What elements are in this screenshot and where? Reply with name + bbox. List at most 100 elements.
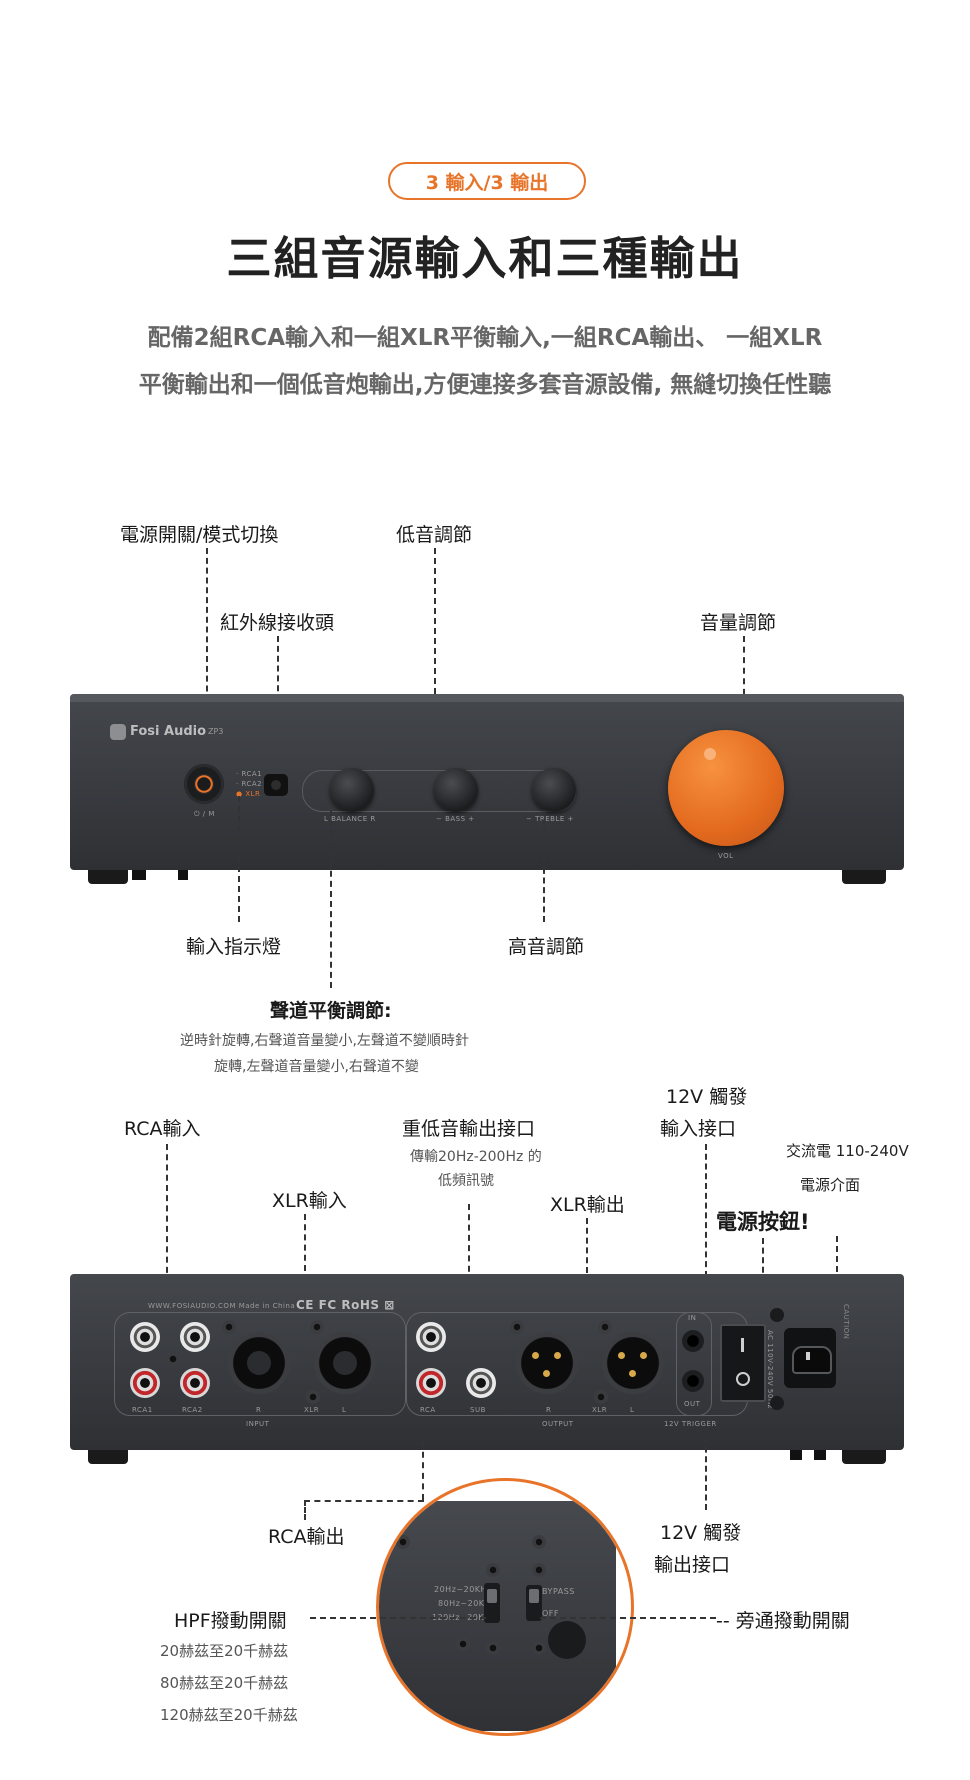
rca2-left-jack[interactable]: [180, 1322, 210, 1352]
power-mode-button[interactable]: [184, 764, 224, 804]
screw: [486, 1641, 500, 1655]
treble-knob[interactable]: [532, 768, 576, 812]
off-text: OFF: [542, 1609, 559, 1618]
xlr-in-xlr: XLR: [304, 1406, 320, 1414]
balance-desc-2: 旋轉,左聲道音量變小,右聲道不變: [214, 1059, 419, 1075]
xlr-in-right-jack[interactable]: [228, 1332, 290, 1394]
rca-out-leader-h: [304, 1500, 424, 1502]
xlr-in-leader: [304, 1214, 306, 1322]
screw: [532, 1563, 546, 1577]
trigger-in-label-1: 12V 觸發: [666, 1086, 748, 1108]
model-name: ZP3: [208, 727, 224, 736]
hpf-leader: [310, 1617, 486, 1619]
input-group: [114, 1312, 406, 1416]
trigger-group: [676, 1312, 712, 1416]
bypass-text: BYPASS: [542, 1587, 575, 1596]
subwoofer-knob[interactable]: [548, 1621, 586, 1659]
screw: [510, 1320, 524, 1334]
hpf-option-2: 80赫茲至20千赫茲: [160, 1674, 289, 1692]
xlr-out-r: R: [546, 1406, 552, 1414]
ir-receiver: [264, 774, 288, 796]
page-title: 三組音源輸入和三種輸出: [226, 232, 744, 285]
led-rca1: · RCA1: [236, 770, 263, 778]
trigger-in-label-2: 輸入接口: [660, 1118, 737, 1140]
bypass-slide-switch[interactable]: [526, 1585, 542, 1621]
front-panel: Fosi Audio ZP3 ⏻ / M · RCA1 · RCA2 ● XLR…: [70, 694, 904, 870]
foot-clip-2: [178, 870, 188, 880]
rca-in-label: RCA輸入: [124, 1118, 201, 1140]
ac-inlet[interactable]: [784, 1328, 836, 1388]
hpf-label: HPF撥動開關: [174, 1610, 287, 1632]
volume-label: 音量調節: [700, 612, 777, 634]
screw: [532, 1641, 546, 1655]
sub-out-desc-2: 低頻訊號: [438, 1173, 494, 1189]
rca-out-right-jack[interactable]: [416, 1368, 446, 1398]
hpf-option-1: 20赫茲至20千赫茲: [160, 1642, 289, 1660]
input-led-label: 輸入指示燈: [186, 936, 282, 958]
balance-knob[interactable]: [330, 768, 374, 812]
volume-indicator-dot: [704, 748, 716, 760]
sub-out-jack[interactable]: [466, 1368, 496, 1398]
power-mode-label: 電源開關/模式切換: [120, 524, 279, 546]
trigger-in-text: IN: [688, 1314, 697, 1322]
balance-scale: L BALANCE R: [324, 815, 376, 823]
rca-out-label: RCA輸出: [268, 1526, 345, 1548]
treble-scale: − TREBLE +: [526, 815, 574, 823]
balance-desc-1: 逆時針旋轉,右聲道音量變小,左聲道不變順時針: [180, 1033, 469, 1049]
hpf-opt-20: 20Hz~20KHz: [434, 1585, 492, 1594]
screw: [532, 1535, 546, 1549]
trigger-in-jack[interactable]: [682, 1330, 704, 1352]
ac-mark: AC 110V-240V 50Hz: [766, 1330, 774, 1409]
subtitle-line-2: 平衡輸出和一個低音炮輸出,方便連接多套音源設備, 無縫切換任性聽: [138, 372, 832, 398]
brand-name: Fosi Audio: [130, 724, 207, 739]
rca2-right-jack[interactable]: [180, 1368, 210, 1398]
trigger-label: 12V TRIGGER: [664, 1420, 717, 1428]
volume-knob[interactable]: [668, 730, 784, 846]
volume-scale: VOL: [718, 852, 734, 860]
input-label: INPUT: [246, 1420, 270, 1428]
input-led-leader: [238, 796, 240, 922]
screw: [486, 1563, 500, 1577]
power-button-label: 電源按鈕!: [716, 1210, 810, 1234]
power-icon: [194, 774, 214, 794]
screw: [306, 1390, 320, 1404]
xlr-out-leader: [586, 1218, 588, 1322]
caution-text: CAUTION: [842, 1304, 850, 1340]
screw: [594, 1390, 608, 1404]
hpf-opt-80: 80Hz~20KHz: [438, 1599, 496, 1608]
ir-receiver-label: 紅外線接收頭: [220, 612, 335, 634]
switch-on-mark: [741, 1338, 744, 1352]
trigger-out-jack[interactable]: [682, 1370, 704, 1392]
rca-out-left-jack[interactable]: [416, 1322, 446, 1352]
ac-label-1: 交流電 110-240V: [786, 1142, 909, 1160]
screw: [310, 1320, 324, 1334]
rca1-right-jack[interactable]: [130, 1368, 160, 1398]
xlr-out-right-jack[interactable]: [516, 1332, 578, 1394]
screw: [396, 1535, 410, 1549]
volume-leader: [743, 636, 745, 716]
power-switch[interactable]: [720, 1324, 766, 1402]
bass-knob[interactable]: [434, 768, 478, 812]
screw: [396, 1691, 410, 1705]
rear-foot-right: [842, 1450, 886, 1464]
ac-label-2: 電源介面: [800, 1176, 861, 1194]
xlr-in-l: L: [342, 1406, 347, 1414]
sub-out-desc-1: 傳輸20Hz-200Hz 的: [410, 1149, 542, 1165]
xlr-out-left-jack[interactable]: [602, 1332, 664, 1394]
bass-leader: [434, 548, 436, 754]
website-text: WWW.FOSIAUDIO.COM Made in China: [148, 1302, 296, 1310]
xlr-in-left-jack[interactable]: [314, 1332, 376, 1394]
rca-out-leader-v: [422, 1420, 424, 1500]
led-xlr: ● XLR: [236, 790, 261, 798]
trigger-out-text: OUT: [684, 1400, 701, 1408]
rca-out-leader-v2: [304, 1500, 306, 1520]
treble-leader: [543, 810, 545, 922]
power-mark-text: ⏻ / M: [194, 810, 215, 818]
rca1-left-jack[interactable]: [130, 1322, 160, 1352]
bass-scale: − BASS +: [436, 815, 475, 823]
trigger-out-label-2: 輸出接口: [654, 1554, 731, 1576]
balance-label: 聲道平衡調節:: [270, 1000, 392, 1022]
hpf-slide-switch[interactable]: [484, 1583, 500, 1623]
trigger-in-leader: [705, 1144, 707, 1316]
hpf-option-3: 120赫茲至20千赫茲: [160, 1706, 298, 1724]
